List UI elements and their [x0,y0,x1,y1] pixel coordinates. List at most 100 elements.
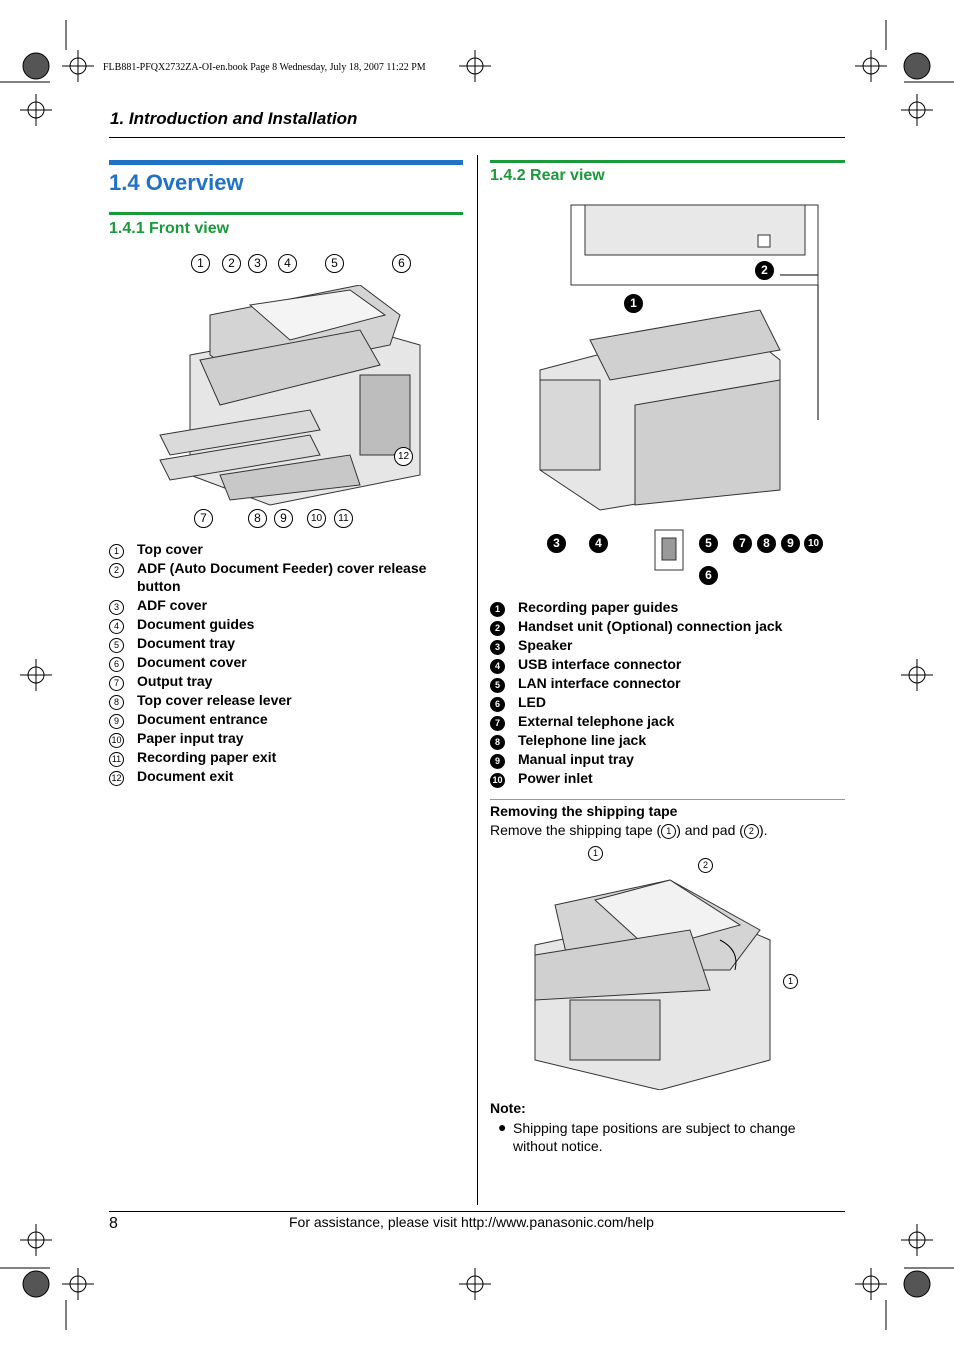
list-item: 4 Document guides [109,615,463,634]
item-number-badge: 5 [109,637,124,653]
front-callout: 7 [194,509,213,528]
item-label: Recording paper exit [137,748,277,765]
front-view-heading: 1.4.1 Front view [109,220,230,237]
front-view-illustration [159,285,421,506]
item-number-badge: 2 [490,621,505,636]
front-callout: 8 [248,509,267,528]
item-number: 7 [109,672,137,691]
footer-rule [109,1211,845,1212]
rear-view-heading-bar [490,160,845,163]
front-callout: 1 [191,254,210,273]
shipping-text-after: ). [758,822,768,838]
front-callout: 11 [334,509,353,528]
shipping-callout-pad: 2 [698,858,713,873]
item-number: 1 [490,598,518,617]
rear-view-illustration [539,204,819,571]
item-label: Manual input tray [518,751,634,767]
item-number: 8 [109,691,137,710]
item-label: LAN interface connector [518,675,681,691]
item-label: Document tray [137,634,236,651]
shipping-text-mid: ) and pad ( [676,822,744,838]
item-label: Telephone line jack [518,732,647,748]
item-number: 9 [109,710,137,729]
list-item: 2 ADF (Auto Document Feeder) cover releas… [109,559,463,596]
book-info: FLB881-PFQX2732ZA-OI-en.book Page 8 Wedn… [103,62,426,73]
item-number: 6 [490,693,518,712]
footer-assistance: For assistance, please visit http://www.… [289,1214,654,1230]
list-item: 5 Document tray [109,634,463,653]
front-callout: 10 [307,509,326,528]
rear-callout: 8 [757,534,776,553]
front-callout: 9 [274,509,293,528]
item-number-badge: 5 [490,678,505,693]
shipping-inline-callout-1: 1 [661,824,677,839]
front-callout: 5 [325,254,344,273]
front-callout: 3 [248,254,267,273]
rear-callout: 4 [589,534,608,553]
page-number: 8 [109,1215,118,1232]
item-number: 11 [109,748,137,767]
front-view-heading-bar [109,212,463,215]
item-number-badge: 6 [109,656,124,672]
item-label: ADF (Auto Document Feeder) cover release… [137,560,427,595]
note-bullet-text: Shipping tape positions are subject to c… [513,1120,796,1154]
item-number-badge: 11 [109,751,124,767]
item-number-badge: 2 [109,563,124,578]
item-number-badge: 3 [109,599,124,615]
chapter-title: 1. Introduction and Installation [110,109,358,128]
shipping-title: Removing the shipping tape [490,803,678,819]
rear-callout: 1 [624,294,643,313]
rear-callout: 5 [699,534,718,553]
front-callout: 4 [278,254,297,273]
front-callout: 2 [222,254,241,273]
list-item: 11 Recording paper exit [109,748,463,767]
item-number: 6 [109,653,137,672]
item-number-badge: 10 [109,732,124,748]
item-number: 4 [109,615,137,634]
item-label: Power inlet [518,770,593,786]
item-label: Document entrance [137,710,268,727]
item-number: 5 [490,674,518,693]
item-number-badge: 7 [109,675,124,691]
item-number: 3 [109,596,137,615]
item-number: 3 [490,636,518,655]
item-label: External telephone jack [518,713,675,729]
item-number-badge: 7 [490,716,505,731]
rear-callout: 6 [699,566,718,585]
item-number: 12 [109,767,137,786]
shipping-callout-tape-top: 1 [588,846,603,861]
item-number-badge: 4 [109,618,124,634]
item-number-badge: 12 [109,770,124,786]
front-callout: 12 [394,447,413,466]
shipping-divider [490,799,845,800]
page-title: 1.4 Overview [109,170,244,195]
item-number-badge: 1 [109,544,124,559]
shipping-text: Remove the shipping tape (1) and pad (2)… [490,822,768,840]
item-label: USB interface connector [518,656,682,672]
item-number: 1 [109,540,137,559]
item-label: Handset unit (Optional) connection jack [518,618,783,634]
rear-callout: 9 [781,534,800,553]
item-label: Document cover [137,653,247,670]
item-number: 10 [490,769,518,788]
front-callout: 6 [392,254,411,273]
item-number: 2 [109,559,137,596]
item-label: Output tray [137,672,213,689]
item-label: Document guides [137,615,255,632]
rear-view-heading: 1.4.2 Rear view [490,167,605,184]
item-label: Recording paper guides [518,599,679,615]
shipping-inline-callout-2: 2 [743,824,759,839]
rear-callout: 2 [755,261,774,280]
